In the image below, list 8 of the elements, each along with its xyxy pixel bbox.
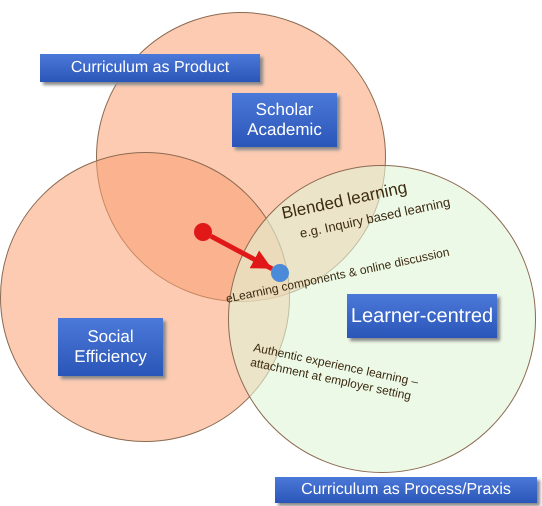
- label-box: Curriculum as Process/Praxis: [275, 477, 537, 503]
- annotation-text: Authentic experience learning – attachment at employer setting: [248, 340, 421, 405]
- dot: [194, 223, 212, 241]
- label-box: Curriculum as Product: [40, 54, 260, 82]
- label-box: Learner-centred: [347, 294, 497, 338]
- arrow: [210, 234, 274, 271]
- label-box: Social Efficiency: [58, 318, 163, 376]
- label-box: Scholar Academic: [232, 93, 337, 147]
